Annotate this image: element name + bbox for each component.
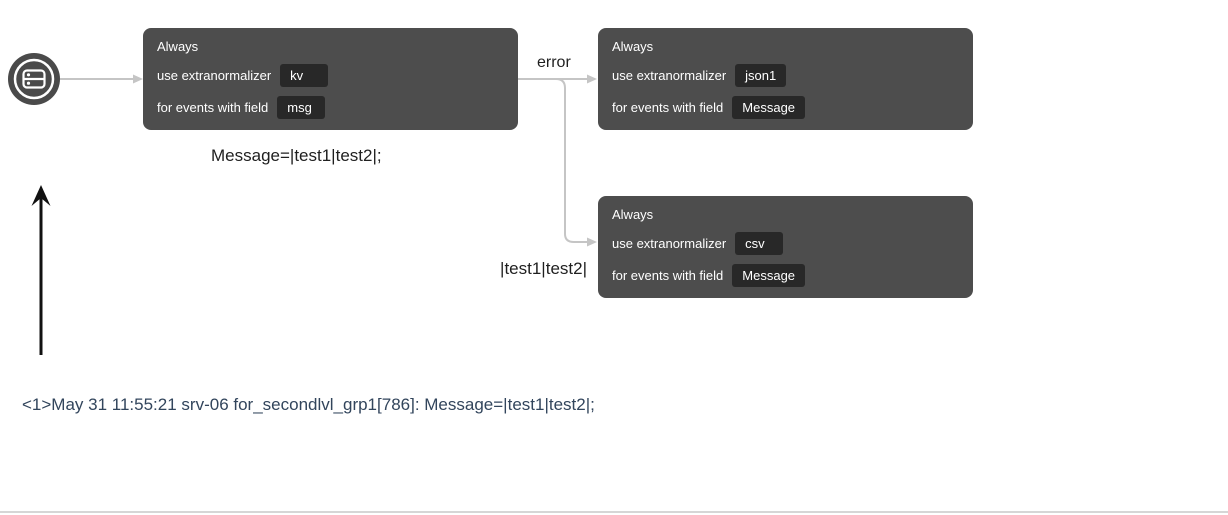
condition-label: Always bbox=[612, 39, 654, 54]
extranormalizer-row: use extranormalizer csv bbox=[612, 232, 959, 255]
bottom-divider bbox=[0, 511, 1228, 513]
edge-kv-to-json1 bbox=[518, 74, 597, 84]
extranormalizer-value-chip[interactable]: csv bbox=[735, 232, 784, 255]
field-row: for events with field msg bbox=[157, 96, 504, 119]
extranormalizer-label: use extranormalizer bbox=[612, 236, 727, 251]
error-edge-label: error bbox=[537, 54, 571, 71]
extranormalizer-value-chip[interactable]: json1 bbox=[735, 64, 787, 87]
edge-kv-to-csv bbox=[555, 78, 597, 247]
raw-log-line: <1>May 31 11:55:21 srv-06 for_secondlvl_… bbox=[22, 395, 595, 414]
field-row: for events with field Message bbox=[612, 264, 959, 287]
extranormalizer-row: use extranormalizer kv bbox=[157, 64, 504, 87]
field-value-chip[interactable]: Message bbox=[732, 264, 806, 287]
branch-sample-annotation: |test1|test2| bbox=[500, 259, 587, 278]
extranormalizer-label: use extranormalizer bbox=[612, 68, 727, 83]
field-label: for events with field bbox=[612, 100, 724, 115]
extranormalizer-label: use extranormalizer bbox=[157, 68, 272, 83]
field-label: for events with field bbox=[157, 100, 269, 115]
extranormalizer-value-chip[interactable]: kv bbox=[280, 64, 329, 87]
source-server-icon[interactable] bbox=[6, 51, 62, 107]
condition-label: Always bbox=[612, 207, 654, 222]
rule-node-json1[interactable]: Always use extranormalizer json1 for eve… bbox=[598, 28, 973, 130]
field-row: for events with field Message bbox=[612, 96, 959, 119]
extranormalizer-row: use extranormalizer json1 bbox=[612, 64, 959, 87]
rule-node-kv[interactable]: Always use extranormalizer kv for events… bbox=[143, 28, 518, 130]
edge-source-to-kv bbox=[60, 74, 143, 84]
condition-label: Always bbox=[157, 39, 199, 54]
field-value-chip[interactable]: Message bbox=[732, 96, 806, 119]
field-value-chip[interactable]: msg bbox=[277, 96, 326, 119]
up-arrow bbox=[31, 185, 51, 355]
message-sample-annotation: Message=|test1|test2|; bbox=[211, 146, 382, 165]
field-label: for events with field bbox=[612, 268, 724, 283]
rule-node-csv[interactable]: Always use extranormalizer csv for event… bbox=[598, 196, 973, 298]
